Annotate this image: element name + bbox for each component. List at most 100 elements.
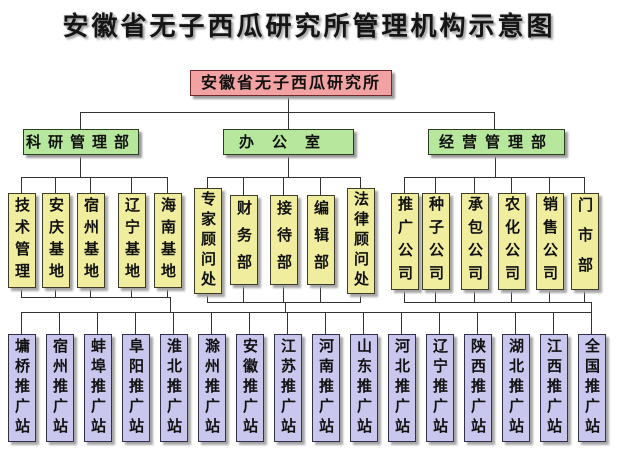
research-unit-box: 技术管理 [8, 193, 36, 288]
connector-line [288, 94, 289, 129]
research-unit-box: 辽宁基地 [118, 193, 146, 288]
connector-line [207, 177, 208, 188]
office-unit-box: 法律顾问处 [347, 188, 375, 294]
connector-line [135, 312, 136, 334]
connector-line [283, 283, 284, 302]
station-box: 滁州推广站 [198, 334, 226, 442]
connector-line [404, 302, 592, 303]
connector-line [404, 288, 405, 302]
connector-line [477, 312, 478, 334]
business-unit-box: 销售公司 [536, 193, 564, 290]
station-box: 江苏推广站 [274, 334, 302, 442]
chart-title: 安徽省无子西瓜研究所管理机构示意图 [62, 12, 556, 42]
station-box: 宿州推广站 [46, 334, 74, 442]
connector-line [404, 177, 405, 193]
connector-line [584, 177, 585, 193]
connector-line [474, 177, 475, 193]
connector-line [131, 286, 132, 297]
connector-line [97, 312, 98, 334]
connector-line [474, 288, 475, 302]
connector-line [283, 177, 284, 195]
connector-line [360, 292, 361, 302]
connector-line [363, 312, 364, 334]
connector-line [511, 288, 512, 302]
station-box: 河南推广站 [312, 334, 340, 442]
research-unit-box: 宿州基地 [77, 193, 105, 288]
connector-line [435, 177, 436, 193]
station-box: 全国推广站 [578, 334, 606, 442]
connector-line [494, 112, 495, 129]
connector-line [243, 177, 244, 195]
connector-line [21, 177, 22, 193]
office-unit-box: 编辑部 [307, 195, 335, 285]
business-unit-box: 门市部 [571, 193, 599, 290]
connector-line [207, 177, 361, 178]
connector-line [288, 153, 289, 177]
business-unit-box: 农化公司 [498, 193, 526, 290]
connector-line [325, 312, 326, 334]
connector-line [90, 177, 91, 193]
connector-line [515, 312, 516, 334]
connector-line [495, 153, 496, 177]
business-unit-box: 推广公司 [391, 193, 419, 290]
connector-line [249, 312, 250, 334]
connector-line [360, 177, 361, 188]
office-unit-box: 专家顾问处 [194, 188, 222, 294]
connector-line [211, 312, 212, 334]
office-unit-box: 接待部 [270, 195, 298, 285]
connector-line [80, 153, 81, 177]
connector-line [320, 283, 321, 302]
station-box: 陕西推广站 [464, 334, 492, 442]
connector-line [243, 283, 244, 302]
connector-line [404, 177, 585, 178]
dept-box-office: 办公室 [223, 129, 354, 155]
root-box: 安徽省无子西瓜研究所 [190, 70, 392, 96]
station-box: 江西推广站 [540, 334, 568, 442]
connector-line [207, 292, 208, 302]
office-unit-box: 财务部 [230, 195, 258, 285]
station-box: 墉桥推广站 [8, 334, 36, 442]
connector-line [80, 112, 495, 113]
connector-line [511, 177, 512, 193]
business-unit-box: 种子公司 [422, 193, 450, 290]
connector-line [21, 286, 22, 297]
connector-line [21, 297, 171, 298]
connector-line [435, 288, 436, 302]
connector-line [549, 288, 550, 302]
connector-line [591, 302, 592, 312]
connector-line [21, 312, 22, 334]
connector-line [167, 286, 168, 297]
connector-line [167, 177, 168, 193]
connector-line [207, 302, 361, 303]
connector-line [59, 312, 60, 334]
research-unit-box: 海南基地 [154, 193, 182, 288]
connector-line [21, 177, 168, 178]
station-box: 安徽推广站 [236, 334, 264, 442]
connector-line [287, 312, 288, 334]
connector-line [170, 297, 171, 312]
connector-line [285, 302, 286, 312]
connector-line [131, 177, 132, 193]
station-box: 阜阳推广站 [122, 334, 150, 442]
station-box: 辽宁推广站 [426, 334, 454, 442]
connector-line [553, 312, 554, 334]
station-box: 蚌埠推广站 [84, 334, 112, 442]
connector-line [439, 312, 440, 334]
dept-box-business: 经营管理部 [428, 129, 565, 155]
connector-line [549, 177, 550, 193]
station-box: 湖北推广站 [502, 334, 530, 442]
connector-line [21, 312, 592, 313]
connector-line [591, 312, 592, 334]
station-box: 山东推广站 [350, 334, 378, 442]
research-unit-box: 安庆基地 [42, 193, 70, 288]
connector-line [55, 177, 56, 193]
connector-line [584, 288, 585, 302]
dept-box-research: 科研管理部 [23, 129, 139, 155]
connector-line [55, 286, 56, 297]
connector-line [320, 177, 321, 195]
business-unit-box: 承包公司 [461, 193, 489, 290]
connector-line [401, 312, 402, 334]
connector-line [80, 112, 81, 129]
station-box: 淮北推广站 [160, 334, 188, 442]
